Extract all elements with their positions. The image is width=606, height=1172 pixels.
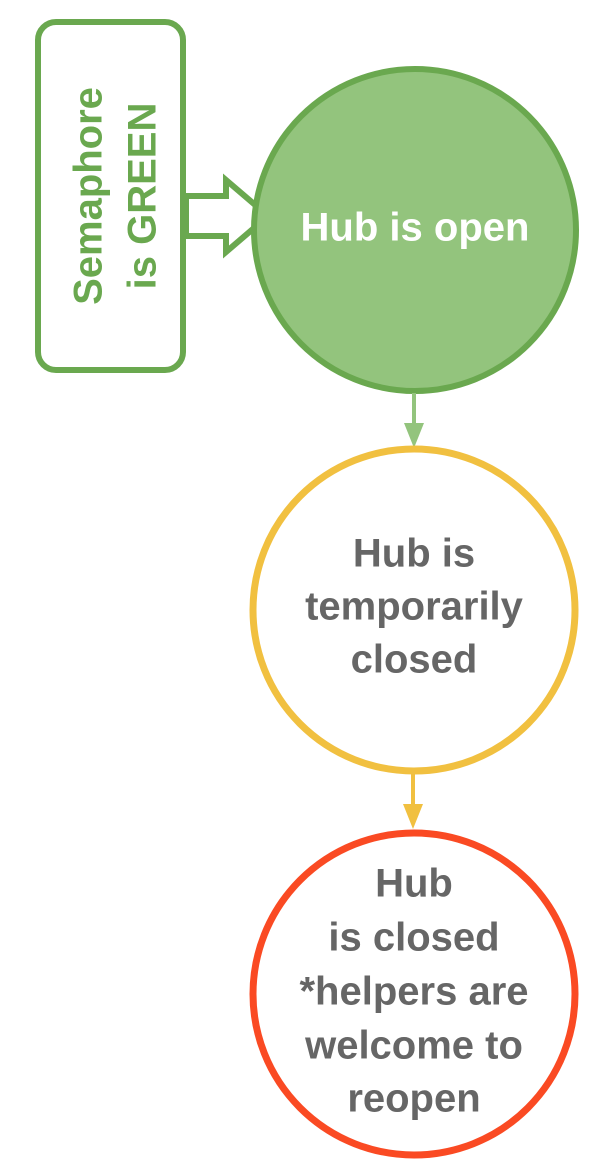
hub-temp-label-line2: temporarily — [305, 585, 524, 629]
hub-closed-label-line2: is closed — [328, 916, 499, 960]
hub-closed-node — [249, 829, 579, 1159]
hub-open-node — [251, 66, 579, 394]
temp-to-closed-arrowhead — [403, 804, 423, 829]
hub-closed-label-line4: welcome to — [304, 1024, 523, 1068]
hub-open-label: Hub is open — [301, 206, 530, 250]
hub-closed-label-line1: Hub — [375, 862, 453, 906]
open-to-temp-arrowhead — [404, 423, 424, 448]
hub-temporarily-closed-node — [249, 445, 579, 775]
semaphore-label-line2: is GREEN — [121, 103, 165, 290]
hub-closed-label-line3: *helpers are — [299, 970, 528, 1014]
hub-closed-label-line5: reopen — [347, 1077, 480, 1121]
hub-temp-label-line3: closed — [351, 638, 478, 682]
semaphore-to-open-arrow — [183, 173, 273, 259]
hub-temp-label-line1: Hub is — [353, 532, 475, 576]
semaphore-label-line1: Semaphore — [67, 87, 111, 305]
